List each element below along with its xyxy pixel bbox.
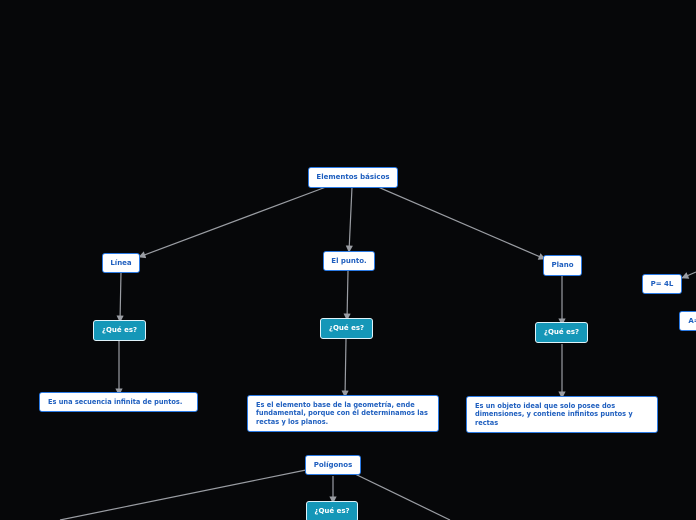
connector-root-punto [345,186,353,253]
node-linea[interactable]: Línea [102,253,140,273]
connector-root-linea [138,186,327,259]
node-poligonos[interactable]: Polígonos [305,455,361,475]
node-question-poligonos[interactable]: ¿Qué es? [306,501,358,520]
connector-punto-question [343,270,351,321]
connector-perimetro [681,271,696,279]
connector-question-def-punto [341,338,349,398]
node-definicion-punto[interactable]: Es el elemento base de la geometría, end… [247,395,439,432]
node-perimetro-formula[interactable]: P= 4L [642,274,682,294]
node-question-linea[interactable]: ¿Qué es? [93,320,146,341]
node-area-formula[interactable]: A= [679,311,696,331]
connector-linea-question [116,271,124,323]
connector-poligonos-left [59,469,307,520]
node-elementos-basicos[interactable]: Elementos básicos [308,167,398,188]
node-question-punto[interactable]: ¿Qué es? [320,318,373,339]
connector-poligonos-right [354,473,451,520]
connector-root-plano [377,186,546,260]
node-definicion-linea[interactable]: Es una secuencia infinita de puntos. [39,392,198,412]
node-question-plano[interactable]: ¿Qué es? [535,322,588,343]
node-el-punto[interactable]: El punto. [323,251,375,271]
node-definicion-plano[interactable]: Es un objeto ideal que solo posee dos di… [466,396,658,433]
node-plano[interactable]: Plano [543,255,582,276]
